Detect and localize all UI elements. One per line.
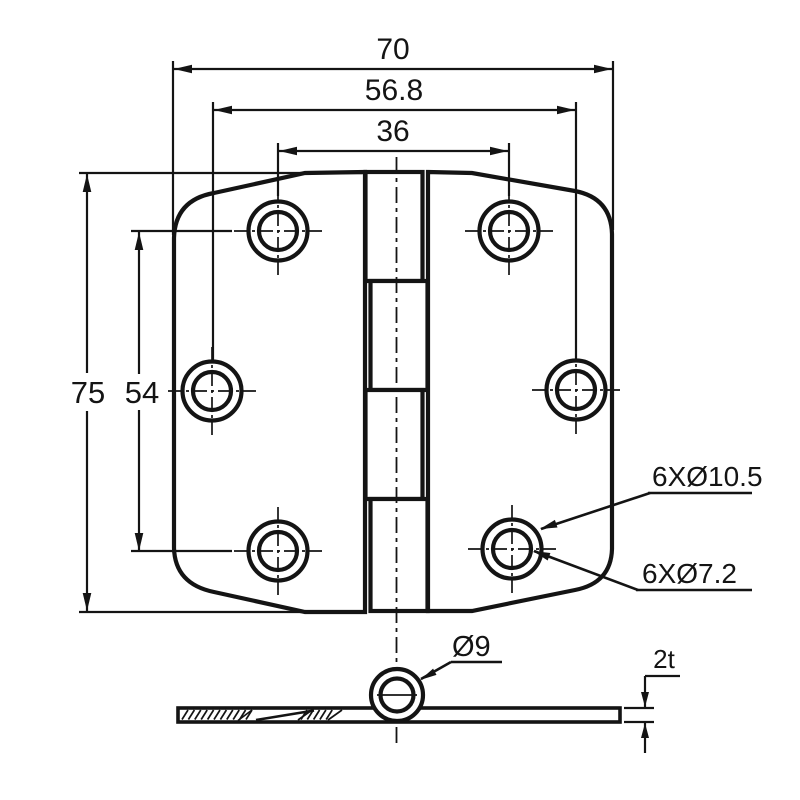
knuckle-segment (363, 169, 425, 284)
screw-hole-bottom-left (234, 507, 322, 595)
callout-knuckle-diameter-label: Ø9 (452, 631, 491, 663)
arrowhead (174, 64, 192, 74)
arrowhead (557, 105, 575, 115)
screw-hole-top-left (234, 187, 322, 275)
side-view: Ø9 2t (176, 631, 680, 753)
arrowhead (214, 105, 232, 115)
knuckle-segment (368, 278, 430, 393)
hinge-leaves (171, 169, 615, 615)
dim-top-hole-spacing-label: 36 (376, 115, 409, 148)
callout-countersink-holes: 6XØ10.5 (540, 461, 763, 531)
front-view: 70 56.8 36 75 (71, 33, 763, 744)
dim-overall-width-label: 70 (376, 33, 409, 66)
callout-knuckle-diameter: Ø9 (420, 631, 502, 681)
dim-overall-height-label: 75 (71, 375, 105, 410)
arrowhead (420, 668, 437, 680)
screw-holes (168, 187, 620, 595)
section-hatching (181, 709, 343, 722)
dim-vertical-hole-spacing-label: 54 (125, 375, 159, 410)
dim-thickness-label: 2t (653, 644, 675, 674)
arrowhead (279, 146, 297, 156)
screw-hole-top-right (465, 187, 553, 275)
callout-through-holes: 6XØ7.2 (533, 549, 752, 592)
arrowhead (82, 593, 92, 611)
dim-top-hole-spacing: 36 (276, 115, 511, 196)
right-leaf-outline (425, 169, 615, 614)
screw-hole-middle-right (532, 346, 620, 434)
arrowhead (490, 146, 508, 156)
dim-overall-width: 70 (171, 33, 615, 235)
dim-thickness: 2t (624, 644, 680, 753)
knuckle-barrel (368, 666, 426, 724)
arrowhead (134, 533, 144, 551)
arrowhead (82, 174, 92, 192)
dim-middle-hole-spacing-label: 56.8 (365, 74, 423, 107)
screw-hole-middle-left (168, 347, 256, 435)
left-leaf-outline (171, 169, 368, 615)
arrowhead (540, 519, 558, 529)
knuckle-segment (368, 496, 430, 614)
callout-through-hole-label: 6XØ7.2 (642, 558, 737, 589)
callout-countersink-label: 6XØ10.5 (652, 461, 763, 492)
dim-overall-height: 75 (71, 171, 362, 614)
arrowhead (594, 64, 612, 74)
arrowhead (533, 551, 551, 561)
arrowhead (134, 232, 144, 250)
arrowhead (641, 723, 649, 738)
arrowhead (641, 692, 649, 707)
knuckle-segment (363, 387, 425, 502)
screw-hole-bottom-right (468, 505, 556, 593)
dim-vertical-hole-spacing: 54 (125, 229, 232, 553)
knuckle (363, 169, 430, 614)
